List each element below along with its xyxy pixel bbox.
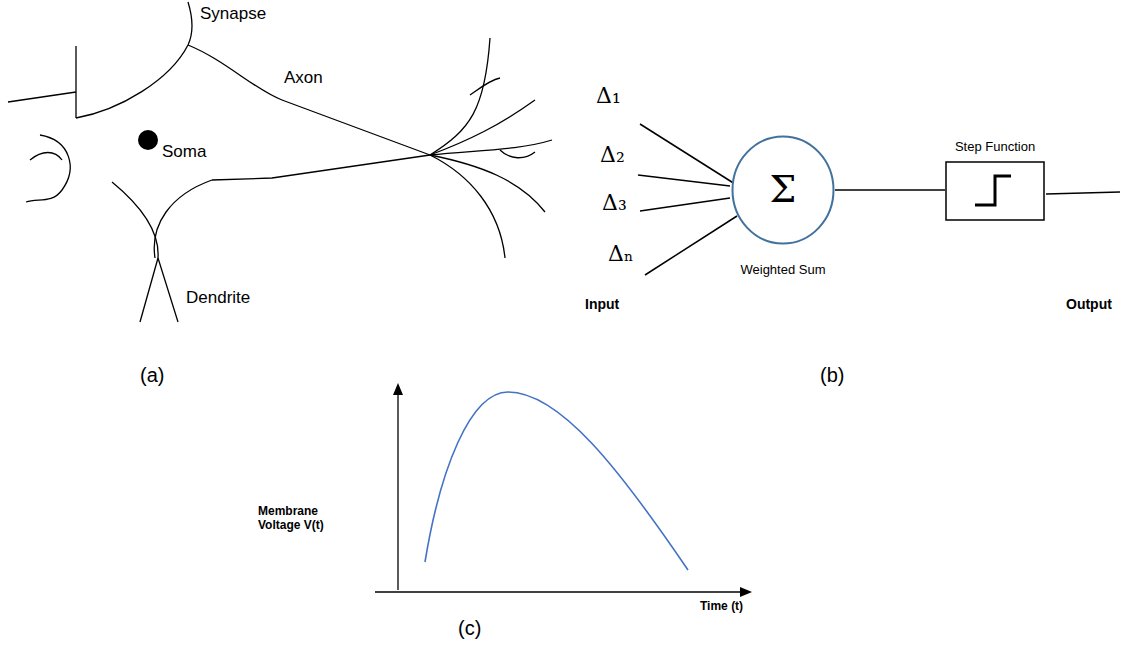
neuron-sketch <box>8 2 552 322</box>
input-symbol: Δₙ <box>608 241 633 266</box>
node-caption: Step Function <box>955 140 1035 155</box>
circle-shape <box>733 137 834 244</box>
step-function-box: Step Function <box>945 161 1045 221</box>
panel-caption: (c) <box>458 617 481 640</box>
soma-dot <box>138 130 158 150</box>
input-symbol: Δ₁ <box>596 83 621 108</box>
part-label: Synapse <box>200 4 266 24</box>
part-label: Dendrite <box>186 288 250 308</box>
input-symbol: Δ₂ <box>600 142 625 167</box>
part-label: Axon <box>284 68 323 88</box>
input-symbol: Δ₃ <box>602 190 627 215</box>
box-outline <box>945 161 1045 221</box>
input-lines <box>638 124 1120 275</box>
connector-line <box>835 189 945 191</box>
axis-label: Membrane Voltage V(t) <box>258 505 358 533</box>
connector <box>835 190 945 191</box>
part-label: Soma <box>162 142 206 162</box>
panel-caption: (b) <box>820 364 844 387</box>
panel-caption: (a) <box>140 364 164 387</box>
voltage-graph <box>375 383 752 597</box>
axis-label: Input <box>585 296 619 312</box>
output-line <box>1046 192 1120 194</box>
axis-label: Time (t) <box>700 600 743 614</box>
box-shape <box>946 162 1044 220</box>
axis-label: Output <box>1066 296 1112 312</box>
step-symbol <box>975 176 1011 205</box>
node-caption: Weighted Sum <box>740 263 825 278</box>
sum-symbol: Σ <box>770 168 797 212</box>
sum-circle: ΣWeighted Sum <box>731 135 835 245</box>
